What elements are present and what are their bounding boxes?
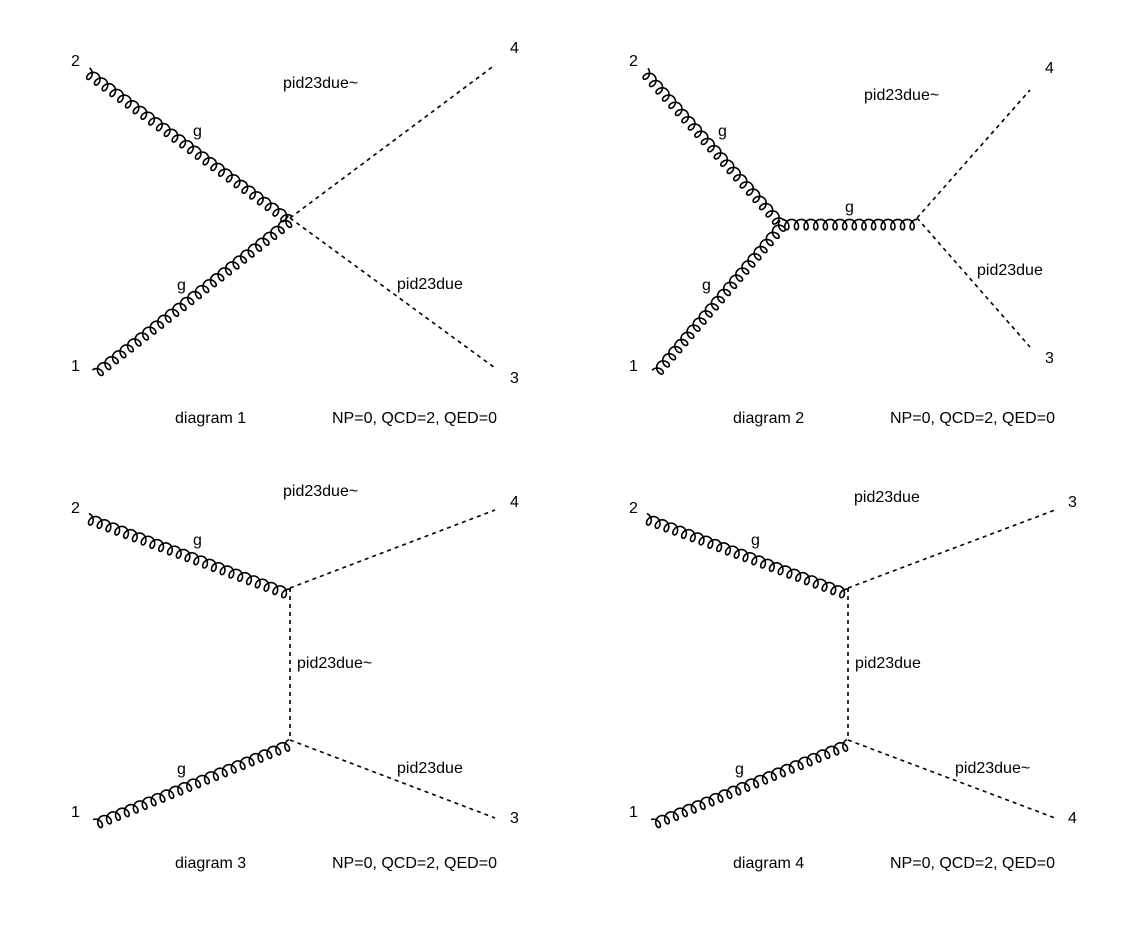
- particle-label: pid23due: [977, 262, 1043, 279]
- external-label: 3: [1068, 494, 1077, 511]
- external-label: 2: [629, 53, 638, 70]
- external-label: 4: [1045, 60, 1054, 77]
- particle-label: g: [751, 532, 760, 549]
- diagram-couplings: NP=0, QCD=2, QED=0: [890, 410, 1055, 427]
- particle-label: pid23due: [854, 489, 920, 506]
- diagram-title: diagram 2: [733, 410, 804, 427]
- scalar-line: [289, 739, 496, 819]
- particle-label: pid23due: [855, 655, 921, 672]
- external-label: 4: [510, 40, 519, 57]
- external-label: 1: [71, 804, 80, 821]
- scalar-line: [847, 739, 1056, 819]
- gluon-line: [651, 219, 787, 375]
- external-label: 3: [510, 810, 519, 827]
- diagram-title: diagram 3: [175, 855, 246, 872]
- particle-label: g: [718, 123, 727, 140]
- diagram-couplings: NP=0, QCD=2, QED=0: [332, 855, 497, 872]
- gluon-line: [650, 738, 849, 829]
- external-label: 3: [1045, 350, 1054, 367]
- particle-label: pid23due~: [864, 87, 939, 104]
- particle-label: g: [193, 123, 202, 140]
- particle-label: pid23due~: [283, 75, 358, 92]
- gluon-line: [87, 512, 292, 599]
- external-label: 2: [71, 53, 80, 70]
- gluon-line: [645, 512, 850, 599]
- particle-label: g: [702, 277, 711, 294]
- scalar-line: [916, 89, 1031, 219]
- external-label: 2: [71, 500, 80, 517]
- external-label: 1: [71, 358, 80, 375]
- particle-label: g: [177, 277, 186, 294]
- particle-label: pid23due: [397, 276, 463, 293]
- particle-label: g: [845, 199, 854, 216]
- gluon-line: [781, 218, 918, 231]
- diagram-title: diagram 1: [175, 410, 246, 427]
- gluon-line: [642, 67, 785, 225]
- gluon-line: [92, 738, 291, 829]
- diagram-4: 2 1 3 4 g g pid23due pid23due pid23due~ …: [629, 489, 1077, 872]
- particle-label: pid23due~: [283, 483, 358, 500]
- particle-label: pid23due~: [955, 760, 1030, 777]
- diagram-couplings: NP=0, QCD=2, QED=0: [890, 855, 1055, 872]
- diagram-title: diagram 4: [733, 855, 804, 872]
- particle-label: g: [193, 532, 202, 549]
- diagram-3: 2 1 4 3 g g pid23due~ pid23due~ pid23due…: [71, 483, 519, 872]
- external-label: 4: [510, 494, 519, 511]
- scalar-line: [916, 217, 1031, 348]
- diagram-1: 2 1 4 3 g g pid23due~ pid23due diagram 1…: [71, 40, 519, 427]
- particle-label: pid23due~: [297, 655, 372, 672]
- diagram-2: 2 1 4 3 g g g pid23due~ pid23due diagram…: [629, 53, 1055, 427]
- particle-label: g: [177, 761, 186, 778]
- external-label: 3: [510, 370, 519, 387]
- scalar-line: [847, 509, 1056, 589]
- particle-label: g: [735, 761, 744, 778]
- gluon-line: [91, 215, 293, 377]
- gluon-line: [85, 67, 292, 223]
- external-label: 4: [1068, 810, 1077, 827]
- diagram-couplings: NP=0, QCD=2, QED=0: [332, 410, 497, 427]
- external-label: 1: [629, 358, 638, 375]
- scalar-line: [289, 509, 496, 589]
- scalar-line: [289, 217, 496, 369]
- external-label: 1: [629, 804, 638, 821]
- scalar-line: [289, 64, 496, 219]
- external-label: 2: [629, 500, 638, 517]
- particle-label: pid23due: [397, 760, 463, 777]
